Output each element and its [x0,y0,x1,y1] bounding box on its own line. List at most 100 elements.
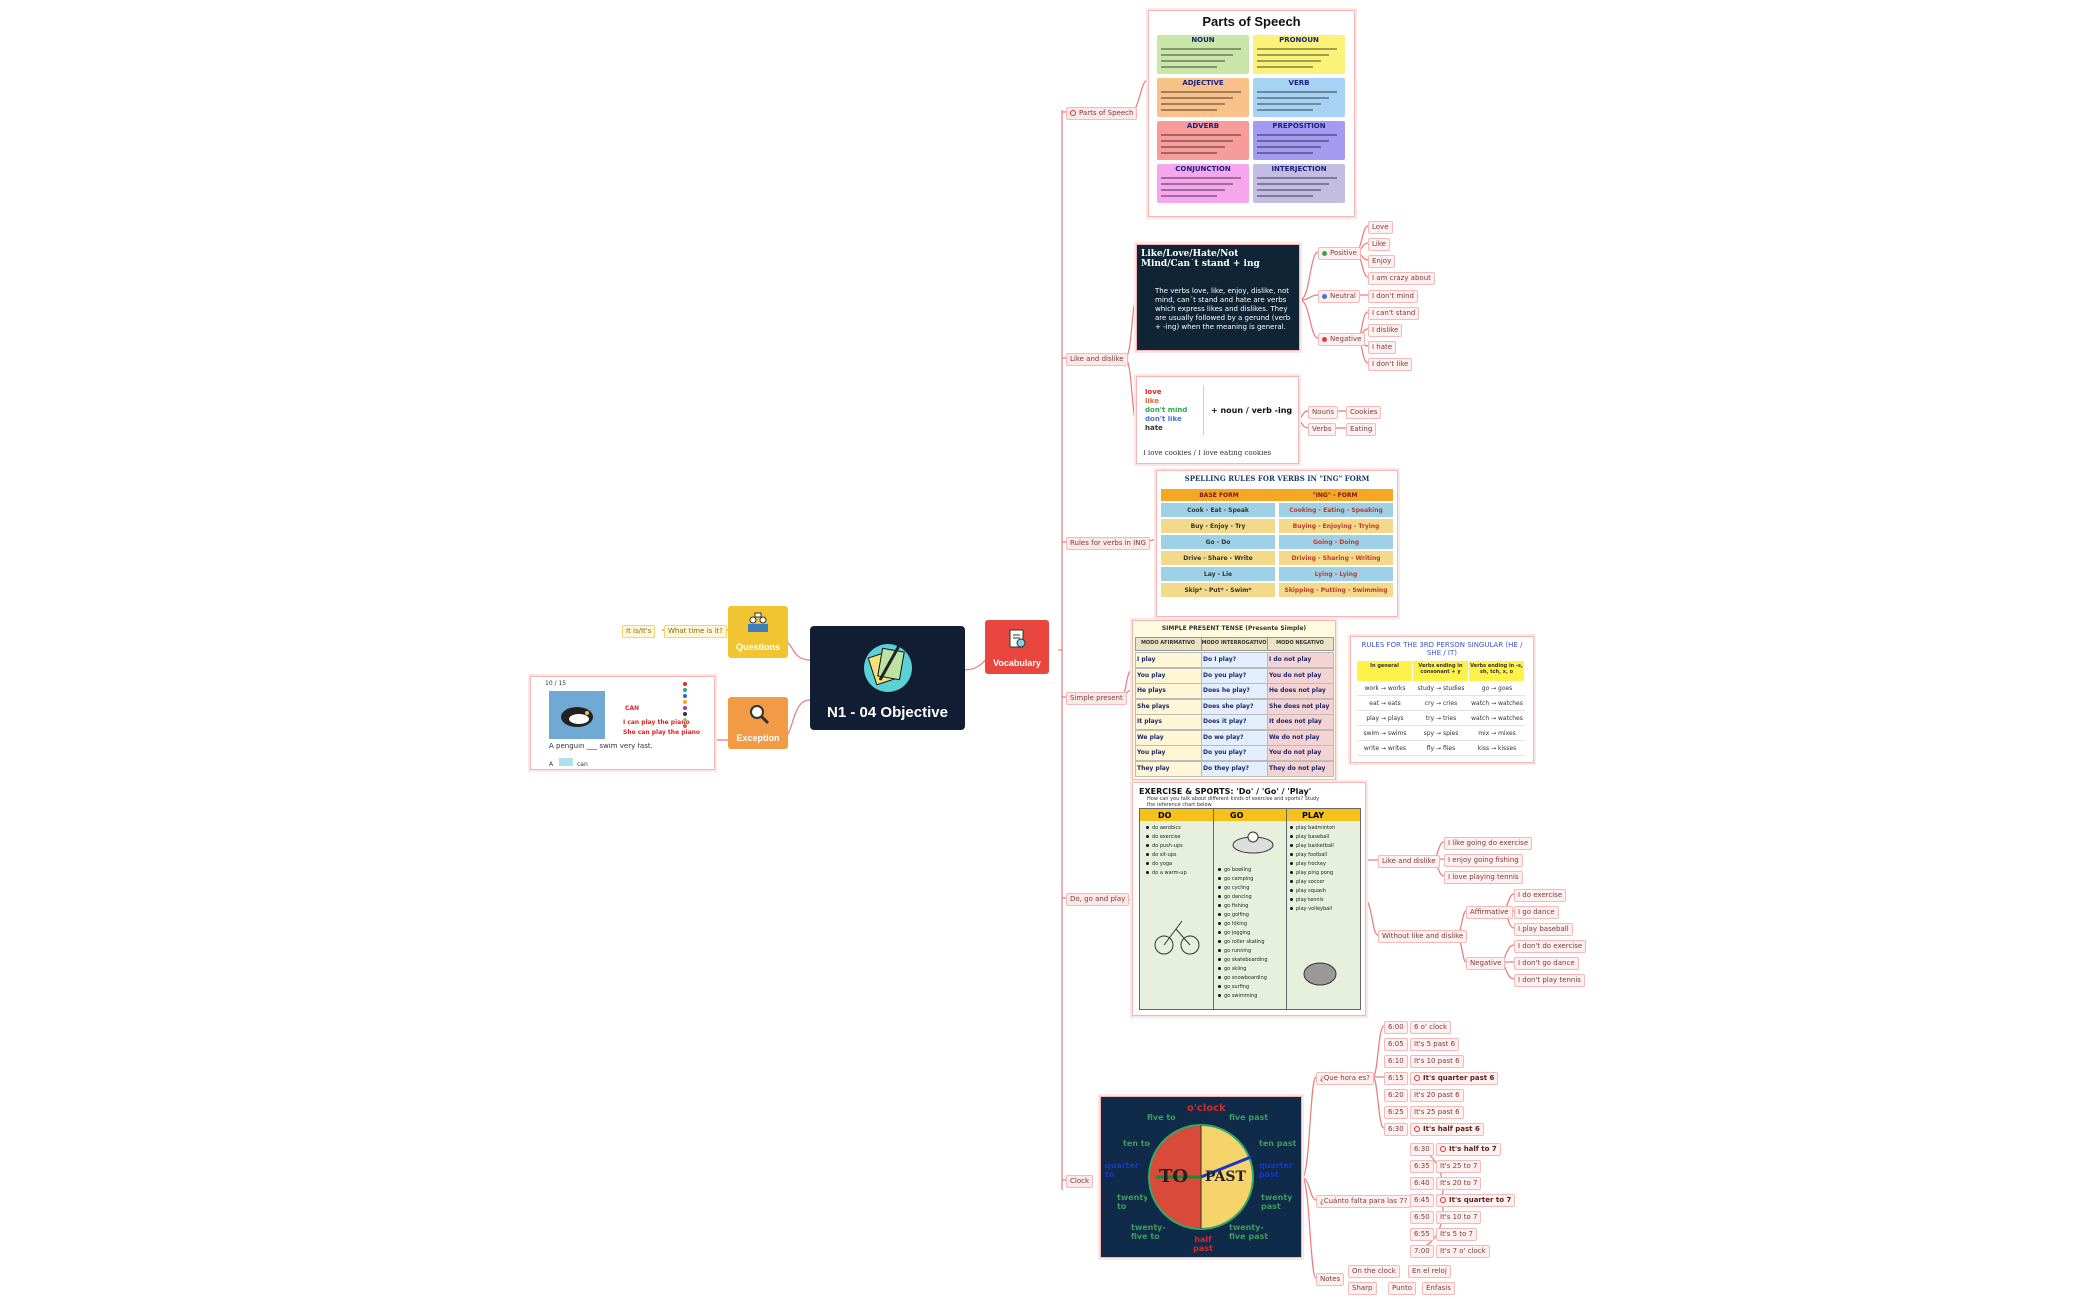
time-phrase-node[interactable]: It's 10 past 6 [1410,1055,1464,1068]
pos-text-line [1257,189,1321,191]
positive-item[interactable]: Enjoy [1368,255,1396,268]
time-node[interactable]: 6:10 [1384,1055,1408,1068]
positive-item[interactable]: Like [1368,238,1390,251]
affirmative-item[interactable]: I go dance [1514,906,1559,919]
topic-parts-of-speech[interactable]: Parts of Speech [1066,107,1138,120]
que-hora-node[interactable]: ¿Que hora es? [1316,1072,1374,1085]
time-phrase-node[interactable]: It's half to 7 [1436,1143,1501,1156]
do-go-play-card[interactable]: EXERCISE & SPORTS: 'Do' / 'Go' / 'Play' … [1132,782,1366,1016]
negative-item[interactable]: I don't like [1368,358,1413,371]
en-el-reloj-node[interactable]: En el reloj [1408,1265,1451,1278]
ing-rules-card[interactable]: SPELLING RULES FOR VERBS IN "ING" FORM B… [1156,470,1398,617]
punto-node[interactable]: Punto [1388,1282,1416,1295]
time-node[interactable]: 6:45 [1410,1194,1434,1207]
like-dislike-card[interactable]: Like/Love/Hate/Not Mind/Can´t stand + in… [1136,244,1300,351]
time-node[interactable]: 7:00 [1410,1245,1434,1258]
on-the-clock-node[interactable]: On the clock [1348,1265,1400,1278]
enfasis-node[interactable]: Énfasis [1422,1282,1455,1295]
dgp-item: do aerobics [1146,825,1216,832]
time-phrase-node[interactable]: It's half past 6 [1410,1123,1484,1136]
time-phrase-node[interactable]: It's 20 to 7 [1436,1177,1482,1190]
topic-rules-ing[interactable]: Rules for verbs in ING [1066,537,1150,550]
answer-box[interactable] [559,758,573,766]
nouns-node[interactable]: Nouns [1308,406,1339,419]
dgp-like-item[interactable]: I enjoy going fishing [1444,854,1523,867]
cuanto-falta-node[interactable]: ¿Cuánto falta para las 7? [1316,1195,1412,1208]
dgp-item: go skiing [1218,966,1288,973]
neutral-node[interactable]: Neutral [1318,290,1360,303]
dgp-like-node[interactable]: Like and dislike [1378,855,1440,868]
sharp-node[interactable]: Sharp [1348,1282,1377,1295]
eating-node[interactable]: Eating [1346,423,1377,436]
time-node[interactable]: 6:55 [1410,1228,1434,1241]
time-node[interactable]: 6:30 [1410,1143,1434,1156]
answer-it-is[interactable]: It is/It's [622,625,656,638]
color-palette[interactable] [681,681,689,741]
time-node[interactable]: 6:05 [1384,1038,1408,1051]
clock-card[interactable]: o'clock five to five past ten to ten pas… [1100,1096,1302,1258]
notes-node[interactable]: Notes [1316,1273,1345,1286]
time-phrase-node[interactable]: It's 10 to 7 [1436,1211,1482,1224]
time-phrase-node[interactable]: It's 20 past 6 [1410,1089,1464,1102]
time-node[interactable]: 6:25 [1384,1106,1408,1119]
time-phrase-node[interactable]: It's 5 to 7 [1436,1228,1477,1241]
ing-row-bg [1279,535,1393,549]
time-node[interactable]: 6:20 [1384,1089,1408,1102]
time-node[interactable]: 6:15 [1384,1072,1408,1085]
negative-item[interactable]: I don't play tennis [1514,974,1585,987]
affirmative-item[interactable]: I do exercise [1514,889,1567,902]
sp-cell: Do I play? [1203,656,1237,663]
time-phrase-node[interactable]: 6 o' clock [1410,1021,1452,1034]
sp-cell: He does not play [1269,687,1326,694]
vocabulary-branch[interactable]: Vocabulary [985,620,1049,674]
dgp-like-item[interactable]: I like going do exercise [1444,837,1533,850]
cookies-node[interactable]: Cookies [1346,406,1382,419]
questions-branch[interactable]: Questions [728,606,788,658]
ing-row-bg [1161,535,1275,549]
verbs-node[interactable]: Verbs [1308,423,1336,436]
topic-simple-present[interactable]: Simple present [1066,692,1127,705]
time-node[interactable]: 6:50 [1410,1211,1434,1224]
topic-like-dislike[interactable]: Like and dislike [1066,353,1128,366]
exception-image-card[interactable]: 10 / 15 CAN I can play the piano She can… [530,676,715,770]
question-what-time[interactable]: What time is it? [664,625,727,638]
neutral-item[interactable]: I don't mind [1368,290,1418,303]
dgp-without-node[interactable]: Without like and dislike [1378,930,1468,943]
time-phrase-node[interactable]: It's 25 to 7 [1436,1160,1482,1173]
time-node[interactable]: 6:30 [1384,1123,1408,1136]
time-phrase-node[interactable]: It's quarter past 6 [1410,1072,1499,1085]
positive-item[interactable]: Love [1368,221,1393,234]
time-phrase-node[interactable]: It's 25 past 6 [1410,1106,1464,1119]
noun-verb-card[interactable]: love like don't mind don't like hate + n… [1136,376,1299,464]
time-node[interactable]: 6:00 [1384,1021,1408,1034]
dgp-item: go hiking [1218,921,1288,928]
simple-present-card[interactable]: SIMPLE PRESENT TENSE (Presente Simple) M… [1132,620,1336,780]
affirmative-item[interactable]: I play baseball [1514,923,1573,936]
time-phrase-node[interactable]: It's quarter to 7 [1436,1194,1516,1207]
negative-item[interactable]: I don't go dance [1514,957,1579,970]
exception-branch[interactable]: Exception [728,697,788,749]
time-phrase-node[interactable]: It's 7 o' clock [1436,1245,1490,1258]
topic-do-go-play[interactable]: Do, go and play [1066,893,1130,906]
negative-item[interactable]: I hate [1368,341,1397,354]
affirmative-node[interactable]: Affirmative [1466,906,1513,919]
topic-clock[interactable]: Clock [1066,1175,1094,1188]
positive-node[interactable]: Positive [1318,247,1361,260]
negative-item[interactable]: I dislike [1368,324,1403,337]
time-node[interactable]: 6:35 [1410,1160,1434,1173]
dgp-item: go running [1218,948,1288,955]
negative-item[interactable]: I can't stand [1368,307,1420,320]
positive-item[interactable]: I am crazy about [1368,272,1435,285]
negative-node[interactable]: Negative [1466,957,1506,970]
ing-col-ing: "ING" - FORM [1312,492,1358,499]
time-node[interactable]: 6:40 [1410,1177,1434,1190]
negative-item[interactable]: I don't do exercise [1514,940,1587,953]
time-phrase-node[interactable]: It's 5 past 6 [1410,1038,1460,1051]
cyclist-drawing [1154,920,1200,955]
third-person-card[interactable]: RULES FOR THE 3RD PERSON SINGULAR (HE / … [1350,636,1534,763]
central-topic[interactable]: N1 - 04 Objective [810,626,965,730]
dgp-like-item[interactable]: I love playing tennis [1444,871,1523,884]
negative-node[interactable]: Negative [1318,333,1366,346]
